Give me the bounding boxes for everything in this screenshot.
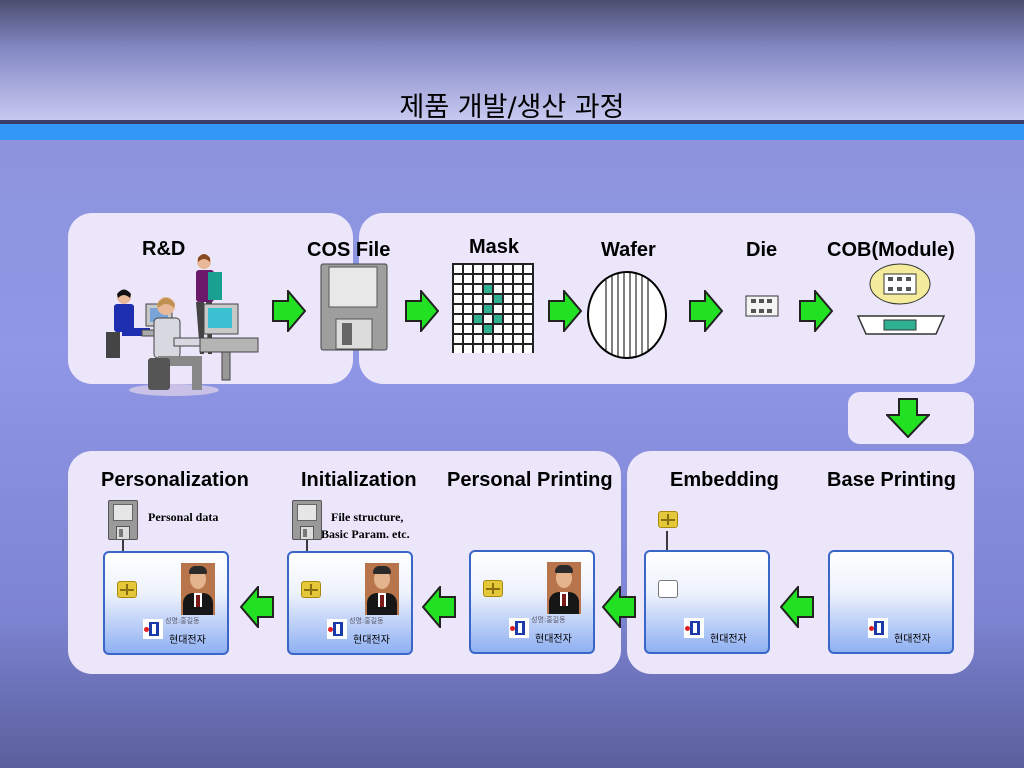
die-icon xyxy=(745,295,779,317)
initialization-label: Initialization xyxy=(301,469,417,491)
initialized-card: 성명:홍길동 현대전자 xyxy=(287,551,413,655)
base-printed-card: 현대전자 xyxy=(828,550,954,654)
right-arrow-icon xyxy=(689,290,723,332)
page-title: 제품 개발/생산 과정 xyxy=(399,92,625,123)
die-label: Die xyxy=(746,239,778,261)
rnd-label: R&D xyxy=(142,238,186,260)
personal-printed-card: 성명:홍길동 현대전자 xyxy=(469,550,595,654)
file-structure-note-line2: Basic Param. etc. xyxy=(321,527,410,541)
file-structure-floppy-icon xyxy=(292,500,322,540)
chip-icon xyxy=(483,580,503,597)
embedded-card: 현대전자 xyxy=(644,550,770,654)
personalization-label: Personalization xyxy=(101,469,249,491)
left-arrow-icon xyxy=(422,586,456,628)
company-name: 현대전자 xyxy=(535,634,572,645)
card-name-line: 성명:홍길동 xyxy=(531,616,566,624)
mask-label: Mask xyxy=(469,236,520,258)
embedding-label: Embedding xyxy=(670,469,779,491)
floppy-disk-icon xyxy=(320,263,388,351)
left-arrow-icon xyxy=(780,586,814,628)
company-name: 현대전자 xyxy=(169,635,206,646)
header-divider xyxy=(0,120,1024,124)
chip-icon xyxy=(301,581,321,598)
photo-mask-icon xyxy=(452,263,534,353)
company-name: 현대전자 xyxy=(894,634,931,645)
right-arrow-icon xyxy=(799,290,833,332)
personal-data-note: Personal data xyxy=(148,510,219,524)
company-logo-icon xyxy=(868,618,888,638)
portrait-photo xyxy=(547,562,581,614)
wafer-icon xyxy=(587,271,667,359)
right-arrow-icon xyxy=(548,290,582,332)
left-arrow-icon xyxy=(240,586,274,628)
company-logo-icon xyxy=(509,618,529,638)
personalized-card: 성명:홍길동 현대전자 xyxy=(103,551,229,655)
cob-module-label: COB(Module) xyxy=(827,239,955,261)
company-name: 현대전자 xyxy=(710,634,747,645)
cob-module-icon xyxy=(856,263,946,335)
wafer-label: Wafer xyxy=(601,239,656,261)
personal-printing-label: Personal Printing xyxy=(447,469,613,491)
portrait-photo xyxy=(365,563,399,615)
card-name-line: 성명:홍길동 xyxy=(349,617,384,625)
company-logo-icon xyxy=(684,618,704,638)
header-accent-bar xyxy=(0,124,1024,140)
company-name: 현대전자 xyxy=(353,635,390,646)
chip-icon xyxy=(117,581,137,598)
portrait-photo xyxy=(181,563,215,615)
right-arrow-icon xyxy=(272,290,306,332)
company-logo-icon xyxy=(143,619,163,639)
base-printing-label: Base Printing xyxy=(827,469,956,491)
down-arrow-icon xyxy=(886,398,930,438)
cos-file-label: COS File xyxy=(307,239,391,261)
company-logo-icon xyxy=(327,619,347,639)
personal-data-floppy-icon xyxy=(108,500,138,540)
right-arrow-icon xyxy=(405,290,439,332)
file-structure-note-line1: File structure, xyxy=(331,510,404,524)
office-workers-illustration xyxy=(106,254,259,396)
chip-cavity-icon xyxy=(658,580,678,598)
chip-module-icon xyxy=(658,511,678,528)
card-name-line: 성명:홍길동 xyxy=(165,617,200,625)
header-background xyxy=(0,0,1024,122)
left-arrow-icon xyxy=(602,586,636,628)
